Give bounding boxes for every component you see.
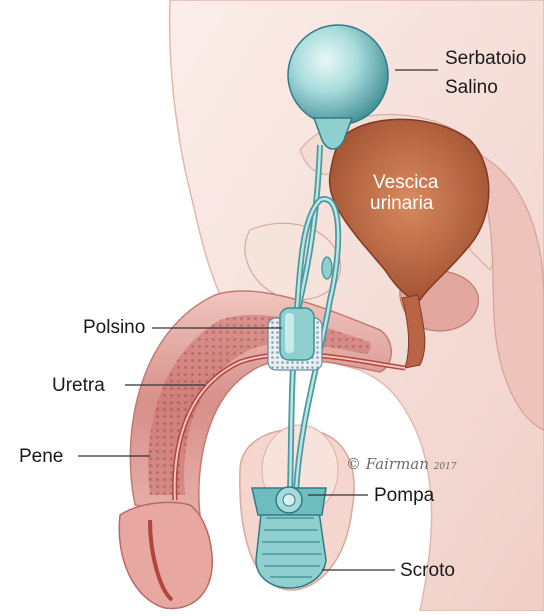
reservoir-label-line2: Salino — [445, 78, 498, 97]
bladder-label-line1: Vescica — [373, 173, 438, 193]
scrotum-label: Scroto — [400, 561, 455, 580]
tube-connector — [322, 257, 332, 279]
signature-symbol: © — [346, 455, 361, 473]
cuff-label: Polsino — [83, 318, 145, 337]
pump-valve-center — [283, 494, 295, 506]
pump-label: Pompa — [374, 486, 434, 505]
signature-year: 2017 — [434, 462, 457, 472]
reservoir-label-line1: Serbatoio — [445, 49, 526, 68]
artist-signature: © Fairman 2017 — [346, 455, 457, 473]
penis-label: Pene — [19, 447, 63, 466]
cuff-highlight — [285, 313, 294, 353]
signature-name: Fairman — [366, 455, 429, 473]
reservoir-balloon — [288, 25, 388, 125]
urethra-label: Uretra — [52, 376, 105, 395]
bladder-label-line2: urinaria — [370, 194, 433, 214]
